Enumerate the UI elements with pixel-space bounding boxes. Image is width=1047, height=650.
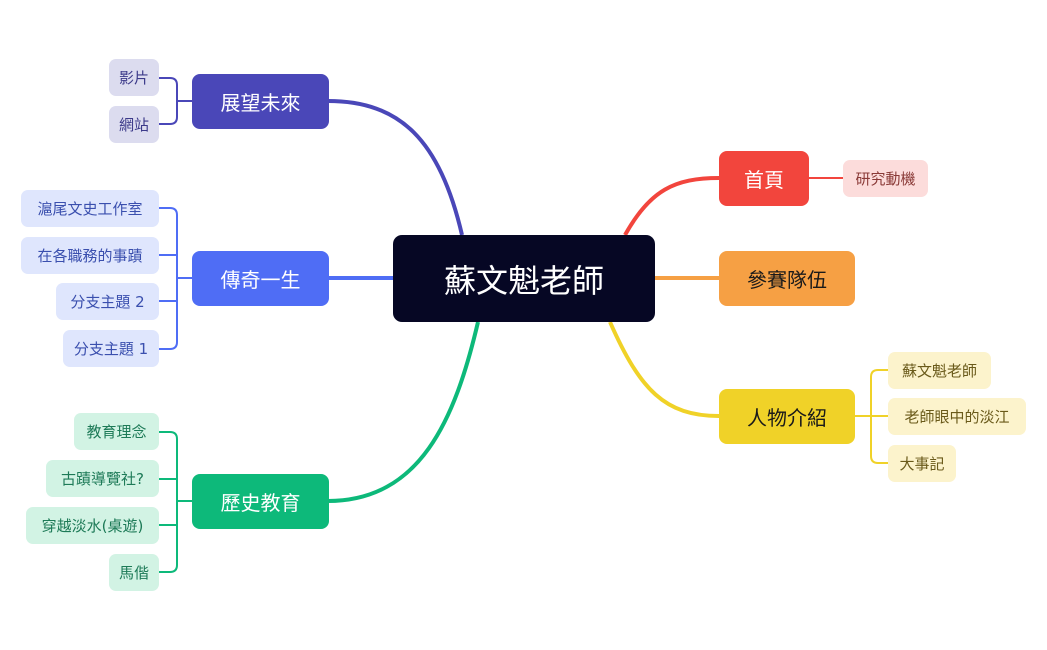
links-zhanwang-leaves [159, 77, 192, 125]
links-lishi-leaves [159, 431, 192, 573]
root-topic[interactable]: 蘇文魁老師 [393, 235, 655, 322]
topic-cansai[interactable]: 參賽隊伍 [719, 251, 855, 306]
links-renwu-leaves [855, 369, 888, 464]
subtopic-video[interactable]: 影片 [109, 59, 159, 96]
subtopic-branch-2[interactable]: 分支主題 2 [56, 283, 159, 320]
subtopic-timeline[interactable]: 大事記 [888, 445, 956, 482]
subtopic-su-wenkui[interactable]: 蘇文魁老師 [888, 352, 991, 389]
topic-zhanwang[interactable]: 展望未來 [192, 74, 329, 129]
topic-lishi[interactable]: 歷史教育 [192, 474, 329, 529]
subtopic-research-motive[interactable]: 研究動機 [843, 160, 928, 197]
subtopic-duty-deeds[interactable]: 在各職務的事蹟 [21, 237, 159, 274]
link-root-renwu [608, 321, 720, 418]
topic-chuanqi[interactable]: 傳奇一生 [192, 251, 329, 306]
links-chuanqi-leaves [159, 207, 192, 350]
link-root-zhanwang [327, 99, 464, 236]
link-root-shouye [623, 176, 720, 236]
subtopic-mackay[interactable]: 馬偕 [109, 554, 159, 591]
subtopic-tamsui-boardgame[interactable]: 穿越淡水(桌遊) [26, 507, 159, 544]
subtopic-branch-1[interactable]: 分支主題 1 [63, 330, 159, 367]
subtopic-tamkang-view[interactable]: 老師眼中的淡江 [888, 398, 1026, 435]
topic-shouye[interactable]: 首頁 [719, 151, 809, 206]
link-root-lishi [327, 321, 480, 503]
topic-renwu[interactable]: 人物介紹 [719, 389, 855, 444]
subtopic-heritage-guide-club[interactable]: 古蹟導覽社? [46, 460, 159, 497]
subtopic-hu-wei-studio[interactable]: 滬尾文史工作室 [21, 190, 159, 227]
subtopic-website[interactable]: 網站 [109, 106, 159, 143]
subtopic-education-philosophy[interactable]: 教育理念 [74, 413, 159, 450]
